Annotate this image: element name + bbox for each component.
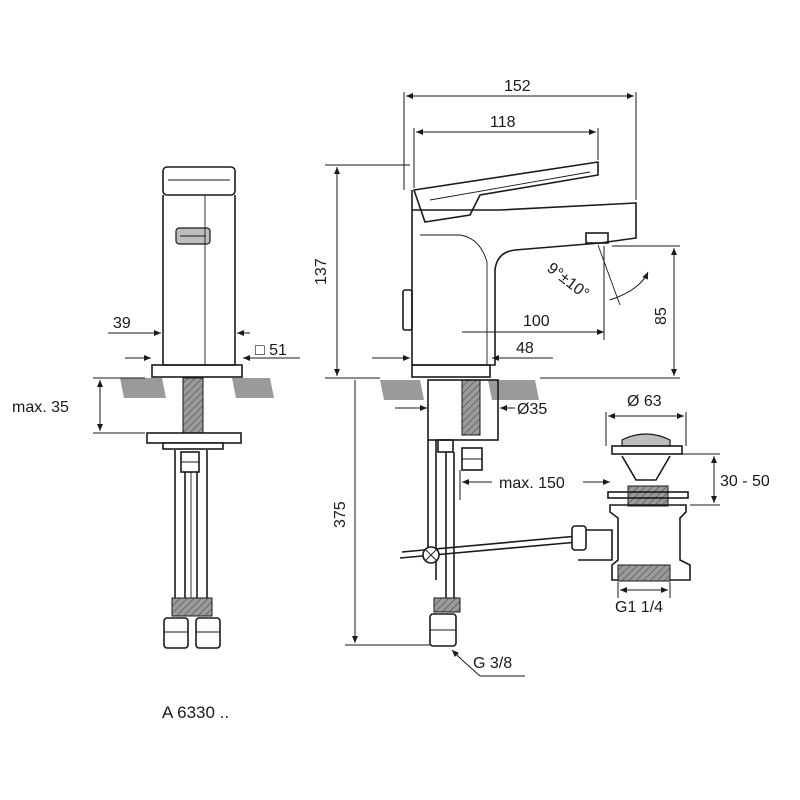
dim-max-thickness: max. 35	[12, 399, 69, 416]
dim-lever-length: 118	[490, 114, 516, 131]
front-view	[325, 92, 680, 677]
dim-base-square: □ 51	[255, 342, 287, 359]
dim-hole-diameter: Ø35	[517, 401, 547, 418]
dim-angle: 9°±10°	[544, 260, 593, 303]
waste-valve	[571, 412, 720, 598]
dim-hose-thread: G 3/8	[473, 655, 512, 672]
dim-max-rod: max. 150	[499, 475, 565, 492]
dim-spout-height: 85	[653, 307, 670, 325]
dim-waste-thread: G1 1/4	[615, 599, 663, 616]
dim-spout-reach: 100	[523, 313, 550, 330]
dim-width-total: 152	[504, 78, 531, 95]
dim-height-total: 137	[313, 258, 330, 285]
dim-waste-diameter: Ø 63	[627, 393, 662, 410]
dim-hose-length: 375	[332, 501, 349, 528]
dim-base-offset: 48	[516, 340, 534, 357]
dim-waste-height: 30 - 50	[720, 473, 770, 490]
model-number: A 6330 ..	[162, 703, 230, 722]
dim-side-width: 39	[113, 315, 131, 332]
side-view	[93, 166, 300, 649]
